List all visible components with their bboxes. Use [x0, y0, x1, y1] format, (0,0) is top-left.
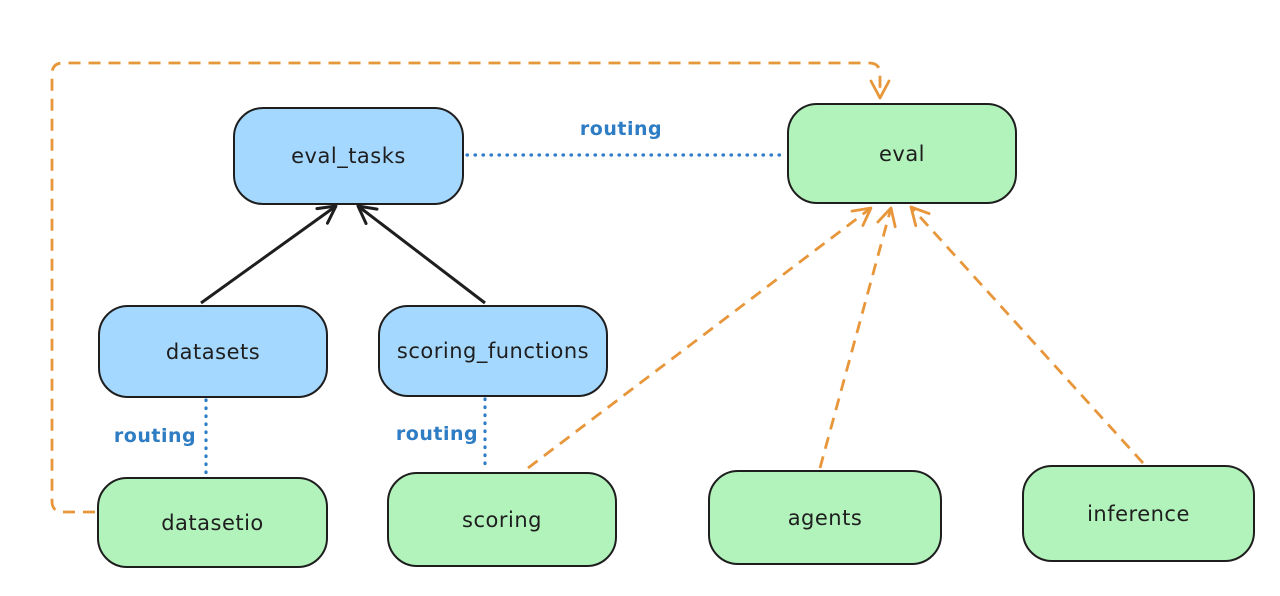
edge-agents-to-eval: [818, 206, 897, 469]
edge-datasetio-to-eval: [50, 61, 891, 514]
node-inference: inference: [1022, 465, 1255, 562]
node-datasets-label: datasets: [165, 339, 261, 364]
node-eval: eval: [787, 103, 1017, 204]
edge-scoring_functions-to-eval_tasks: [356, 204, 486, 305]
node-scoring: scoring: [387, 472, 617, 567]
routing-label: routing: [579, 118, 663, 140]
node-datasetio: datasetio: [97, 477, 328, 568]
node-datasets: datasets: [98, 305, 328, 398]
node-agents-label: agents: [787, 505, 863, 530]
edge-inference-to-eval: [909, 205, 1145, 464]
edge-scoring-to-eval: [527, 206, 873, 470]
node-scoring_functions-label: scoring_functions: [396, 339, 590, 363]
edge-datasets-to-eval_tasks: [200, 204, 338, 305]
node-datasetio-label: datasetio: [161, 510, 264, 535]
routing-label: routing: [395, 423, 479, 445]
node-agents: agents: [708, 470, 942, 565]
node-inference-label: inference: [1087, 501, 1190, 526]
routing-label: routing: [113, 425, 197, 447]
node-scoring_functions: scoring_functions: [378, 305, 608, 397]
node-scoring-label: scoring: [462, 507, 542, 532]
node-eval_tasks: eval_tasks: [233, 107, 464, 205]
node-eval-label: eval: [878, 141, 926, 166]
node-eval_tasks-label: eval_tasks: [291, 144, 406, 168]
